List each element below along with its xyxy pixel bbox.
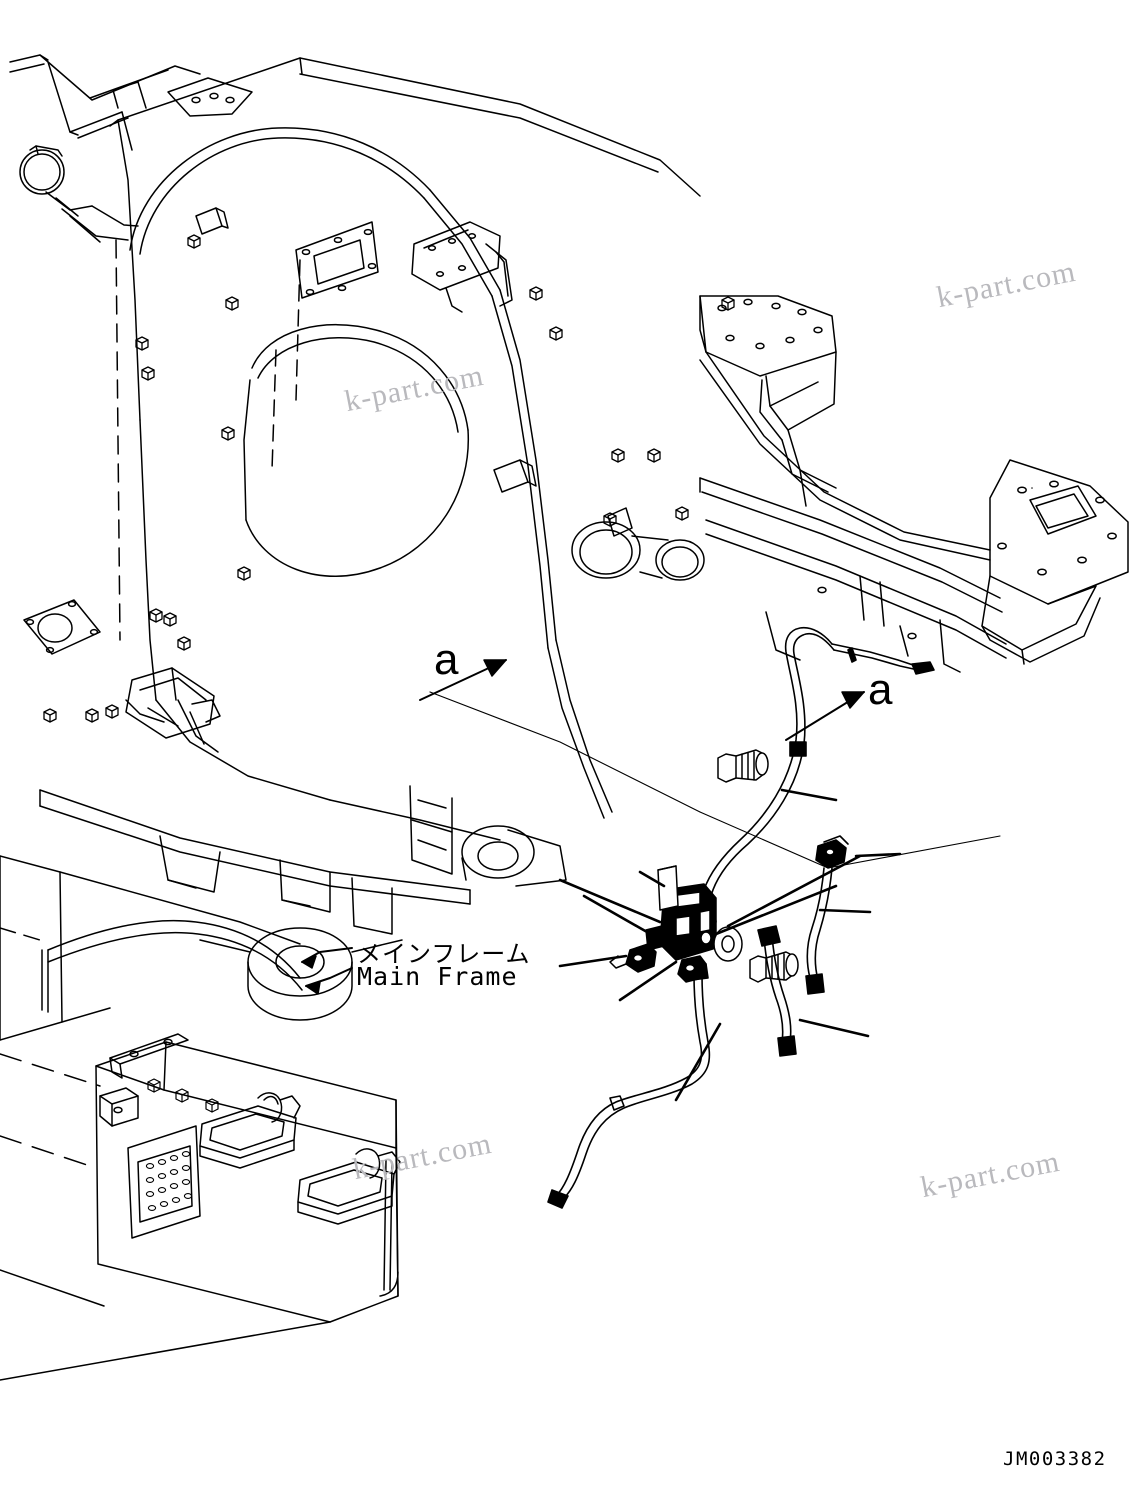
frame-bracket-upper-right [411, 221, 513, 313]
perforated-step-plate [127, 1125, 201, 1239]
callout-a-left: a [434, 635, 459, 684]
hydraulic-port-boss [571, 521, 705, 581]
tank-filler-cap-2 [297, 1148, 401, 1225]
left-cable-run [41, 919, 303, 1013]
nipple-fitting-right [749, 951, 799, 983]
lower-right-hose [757, 925, 797, 1057]
rear-frame-arms [699, 295, 1129, 673]
frame-roller-b [493, 459, 537, 493]
nipple-fitting-upper [717, 749, 769, 783]
frame-roller-a [195, 207, 229, 235]
drawing-number: JM003382 [1003, 1448, 1107, 1470]
right-hose [805, 835, 849, 995]
elbow-fitting-bottom [677, 955, 707, 983]
valve-block [645, 883, 717, 961]
tank-filler-cap-1 [199, 1092, 301, 1169]
mid-frame-boss [461, 825, 567, 887]
main-frame-body [109, 57, 701, 841]
frame-fasteners [43, 234, 735, 723]
lower-cross-member [39, 785, 471, 935]
callout-arrow-left [419, 659, 507, 701]
frame-mount-plate-left [167, 77, 253, 117]
leader-lines [558, 788, 902, 1102]
callout-a-right: a [868, 665, 893, 714]
main-frame-label-en: Main Frame [357, 962, 518, 991]
washer-small [700, 931, 712, 945]
fuel-tank [0, 1033, 401, 1381]
left-mid-bracket [125, 667, 221, 753]
frame-top-deck [9, 54, 201, 243]
left-flange-plate [23, 599, 101, 655]
section-line-a [429, 691, 1001, 869]
chassis-lower-sheet [0, 855, 301, 1041]
callout-arrow-right [785, 691, 865, 741]
frame-roller-c [607, 507, 633, 537]
main-frame-leader [301, 947, 353, 995]
elbow-fitting-left [609, 943, 657, 973]
pin [657, 865, 679, 911]
main-frame-label-jp: メインフレーム [357, 940, 531, 968]
elbow-fitting [815, 835, 849, 869]
frame-mount-plate-center [295, 221, 379, 299]
